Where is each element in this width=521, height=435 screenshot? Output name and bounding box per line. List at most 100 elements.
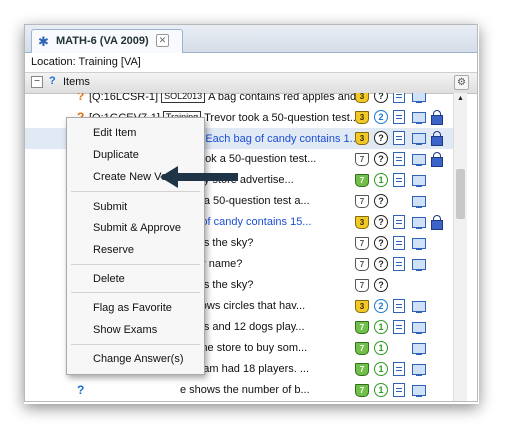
vertical-scrollbar[interactable]: ▲ <box>453 93 467 401</box>
document-icon[interactable] <box>393 131 407 145</box>
status-circle-icon: ? <box>374 278 388 292</box>
document-icon[interactable] <box>393 299 407 313</box>
preview-screen-icon[interactable] <box>412 110 426 124</box>
difficulty-cup-icon: 7 <box>355 236 369 250</box>
table-row[interactable]: ?all team had 18 players. ...71 <box>25 359 453 380</box>
difficulty-cup-icon: 7 <box>355 152 369 166</box>
lock-icon <box>431 215 445 230</box>
scroll-up-arrow-icon[interactable]: ▲ <box>457 95 464 102</box>
preview-screen-icon[interactable] <box>412 341 426 355</box>
preview-screen-icon[interactable] <box>412 383 426 397</box>
location-bar: Location: Training [VA] <box>25 53 477 73</box>
item-text[interactable]: is my name? <box>180 258 243 270</box>
difficulty-cup-icon: 7 <box>355 341 369 355</box>
document-icon[interactable] <box>393 110 407 124</box>
scroll-thumb[interactable] <box>456 169 465 219</box>
close-icon[interactable]: ✕ <box>156 34 169 47</box>
document-icon[interactable] <box>393 362 407 376</box>
document-icon[interactable] <box>393 383 407 397</box>
document-icon[interactable] <box>393 93 407 103</box>
document-icon[interactable] <box>393 257 407 271</box>
status-circle-icon: 1 <box>374 320 388 334</box>
lock-icon <box>431 110 445 125</box>
status-circle-icon: ? <box>374 236 388 250</box>
status-circle-icon: 1 <box>374 383 388 397</box>
menu-item-duplicate[interactable]: Duplicate <box>93 149 139 161</box>
preview-screen-icon[interactable] <box>412 131 426 145</box>
difficulty-cup-icon: 3 <box>355 131 369 145</box>
items-window: ✱ MATH-6 (VA 2009) ✕ Location: Training … <box>24 24 478 402</box>
status-circle-icon: ? <box>374 215 388 229</box>
item-text[interactable]: e shows the number of b... <box>180 384 310 396</box>
difficulty-cup-icon: 3 <box>355 110 369 124</box>
tab-title: MATH-6 (VA 2009) <box>56 35 149 47</box>
difficulty-cup-icon: 7 <box>355 173 369 187</box>
item-text[interactable]: all team had 18 players. ... <box>180 363 310 375</box>
preview-screen-icon[interactable] <box>412 320 426 334</box>
menu-separator <box>71 292 200 293</box>
item-text: Trevor took a 50-question test... <box>204 112 360 124</box>
status-circle-icon: ? <box>374 152 388 166</box>
menu-item-reserve[interactable]: Reserve <box>93 244 134 256</box>
gear-icon[interactable]: ⚙ <box>454 75 469 90</box>
status-circle-icon: ? <box>374 131 388 145</box>
table-row[interactable]: ?e shows circles that hav...32 <box>25 296 453 317</box>
item-text[interactable]: took a 50-question test a... <box>180 195 310 207</box>
preview-screen-icon[interactable] <box>412 173 426 187</box>
menu-item-submit-approve[interactable]: Submit & Approve <box>93 222 182 234</box>
pointer-arrow-icon <box>160 166 238 188</box>
menu-item-submit[interactable]: Submit <box>93 201 128 213</box>
menu-item-change-answers[interactable]: Change Answer(s) <box>93 353 184 365</box>
item-text[interactable]: 7 cats and 12 dogs play... <box>180 321 305 333</box>
difficulty-cup-icon: 7 <box>355 257 369 271</box>
snowflake-icon: ✱ <box>38 34 49 49</box>
preview-screen-icon[interactable] <box>412 257 426 271</box>
difficulty-cup-icon: 7 <box>355 320 369 334</box>
question-icon: ? <box>77 383 85 397</box>
status-circle-icon: 2 <box>374 110 388 124</box>
preview-screen-icon[interactable] <box>412 152 426 166</box>
tab-bar: ✱ MATH-6 (VA 2009) ✕ <box>25 25 477 53</box>
status-circle-icon: ? <box>374 93 388 103</box>
difficulty-cup-icon: 7 <box>355 383 369 397</box>
menu-item-show-exams[interactable]: Show Exams <box>93 324 158 336</box>
preview-screen-icon[interactable] <box>412 93 426 103</box>
document-icon[interactable] <box>393 236 407 250</box>
item-text[interactable]: bag of candy contains 15... <box>180 216 312 228</box>
items-header: − ? Items ⚙ <box>25 73 477 94</box>
menu-item-flag-favorite[interactable]: Flag as Favorite <box>93 302 172 314</box>
items-label: Items <box>63 76 90 88</box>
document-icon[interactable] <box>393 215 407 229</box>
table-row[interactable]: ?7 cats and 12 dogs play...71 <box>25 317 453 338</box>
status-circle-icon: 1 <box>374 173 388 187</box>
item-text[interactable]: tor took a 50-question test... <box>180 153 317 165</box>
question-icon: ? <box>49 75 56 87</box>
document-icon[interactable] <box>393 320 407 334</box>
status-circle-icon: 1 <box>374 362 388 376</box>
item-text[interactable]: olor is the sky? <box>180 237 254 249</box>
preview-screen-icon[interactable] <box>412 194 426 208</box>
table-row[interactable]: ?bag of candy contains 15...3? <box>25 212 453 233</box>
table-row[interactable]: ?t to the store to buy som...71 <box>25 338 453 359</box>
document-icon[interactable] <box>393 152 407 166</box>
item-id: [Q:16LCSR-1] <box>89 93 159 103</box>
question-icon: ? <box>77 93 85 103</box>
menu-item-edit-item[interactable]: Edit Item <box>93 127 137 139</box>
item-text[interactable]: e shows circles that hav... <box>180 300 306 312</box>
menu-item-delete[interactable]: Delete <box>93 273 125 285</box>
menu-separator <box>71 344 200 345</box>
preview-screen-icon[interactable] <box>412 236 426 250</box>
collapse-toggle[interactable]: − <box>31 76 43 88</box>
location-label: Location: Training [VA] <box>31 56 141 68</box>
status-circle-icon: 2 <box>374 299 388 313</box>
preview-screen-icon[interactable] <box>412 362 426 376</box>
preview-screen-icon[interactable] <box>412 215 426 229</box>
document-icon[interactable] <box>393 173 407 187</box>
item-text[interactable]: olor is the sky? <box>180 279 254 291</box>
preview-screen-icon[interactable] <box>412 299 426 313</box>
tab-math6[interactable]: ✱ MATH-6 (VA 2009) ✕ <box>31 29 183 53</box>
item-text[interactable]: t to the store to buy som... <box>180 342 308 354</box>
